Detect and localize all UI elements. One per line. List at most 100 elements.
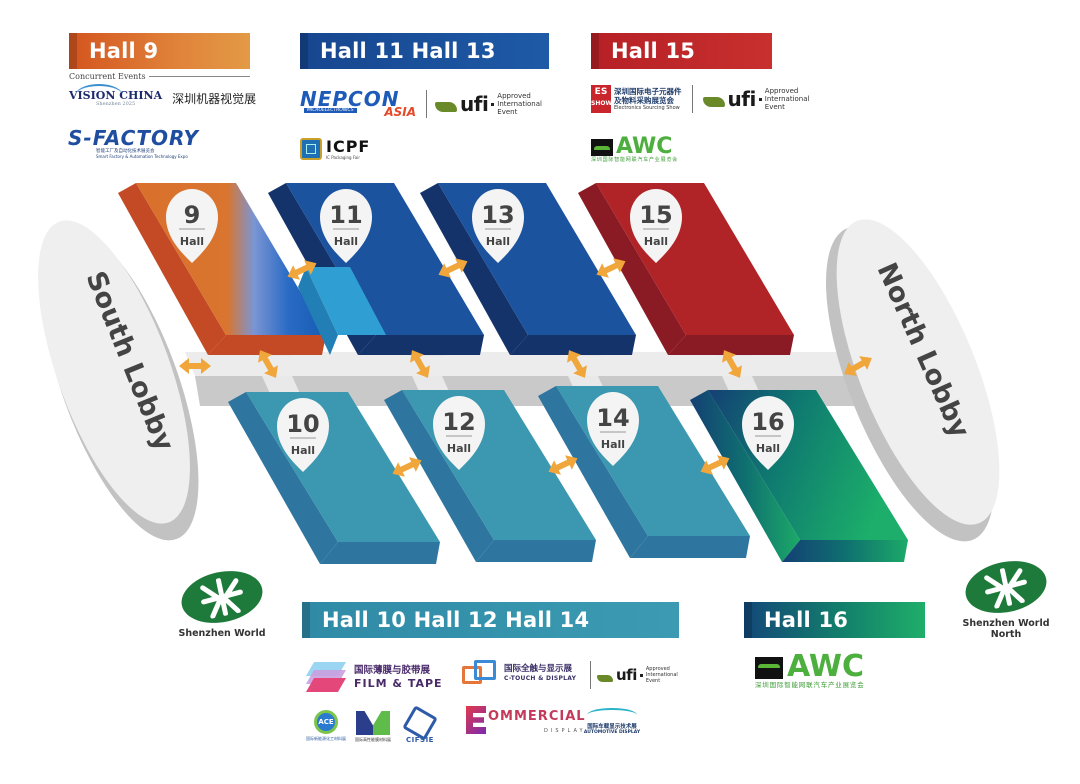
hall-front-face <box>782 540 908 562</box>
es-show-logo[interactable]: ES SHOW 深圳国际电子元器件 及物料采购展览会 Electronics S… <box>591 85 809 113</box>
icpf-logo[interactable]: ICPF IC Packaging Fair <box>300 138 370 160</box>
arrows-layer <box>179 258 872 477</box>
c-touch-cn: 国际全触与显示展 <box>504 664 573 674</box>
awc-cn: 深圳国际智能网联汽车产业展览会 <box>591 157 679 163</box>
functional-materials-logo[interactable]: 国际高性能膜材料展 <box>352 711 394 743</box>
nepcon-asia-logo[interactable]: NEPCON MICROELECTRONICS ASIA ufi Approve… <box>300 89 542 119</box>
double-arrow-icon <box>287 260 317 280</box>
hall-side-face <box>690 390 800 562</box>
hall-number: 13 <box>481 201 514 229</box>
hall-front-face <box>358 335 484 355</box>
double-arrow-icon <box>596 258 626 278</box>
double-arrow-icon <box>700 455 730 475</box>
s-factory-name: S-FACTORY <box>68 126 200 150</box>
automotive-display-en: AUTOMOTIVE DISPLAY <box>583 730 641 735</box>
double-arrow-icon <box>179 358 211 374</box>
ufi-approved-line-3: Event <box>645 678 661 684</box>
ufi-word: ufi <box>727 87 757 111</box>
metro-station-label-line-2: North <box>990 629 1022 640</box>
metro-station-shenzhen-world[interactable]: Shenzhen World <box>172 564 272 639</box>
banner-hall-10-12-14: Hall 10 Hall 12 Hall 14 <box>302 602 679 638</box>
double-arrow-icon <box>392 457 422 477</box>
car-outline-icon <box>587 708 637 722</box>
e-letter-icon <box>466 706 486 734</box>
double-arrow-icon <box>438 258 468 278</box>
vision-china-name: VISION CHINA <box>69 89 163 102</box>
car-icon <box>591 139 613 156</box>
banner-hall-16: Hall 16 <box>744 602 925 638</box>
c-touch-display-logo[interactable]: 国际全触与显示展 C-TOUCH & DISPLAY <box>462 658 576 688</box>
cifsie-logo[interactable]: CIFSIE <box>402 705 438 744</box>
divider <box>691 85 693 113</box>
ufi-approved-logo[interactable]: ufi Approved International Event <box>590 661 678 689</box>
commercial-name: OMMERCIAL <box>488 709 586 724</box>
ufi-leaf-icon <box>435 102 457 112</box>
divider <box>590 661 591 689</box>
hall-number: 10 <box>286 410 319 438</box>
s-factory-logo[interactable]: S-FACTORY 智能工厂及自动化技术展览会 Smart Factory & … <box>68 128 199 159</box>
ufi-word: ufi <box>616 665 637 684</box>
hall-label: Hall <box>601 438 625 451</box>
film-tape-logo[interactable]: 国际薄膜与胶带展 FILM & TAPE <box>304 660 443 694</box>
metro-station-label: Shenzhen World <box>178 628 266 639</box>
banner-hall-15: Hall 15 <box>591 33 772 69</box>
hall-label: Hall <box>644 235 668 248</box>
hall-label: Hall <box>486 235 510 248</box>
awc-logo[interactable]: AWC 深圳国际智能网联汽车产业展览会 <box>591 136 679 163</box>
hall-side-face <box>384 390 494 562</box>
double-arrow-icon <box>410 350 430 378</box>
es-show-cn-2: 及物料采购展览会 <box>614 96 674 105</box>
commercial-display-logo[interactable]: OMMERCIAL DISPLAY <box>466 706 586 734</box>
ufi-leaf-icon <box>702 97 725 107</box>
hall-number: 16 <box>751 408 784 436</box>
ufi-word: ufi <box>460 92 489 116</box>
hall-side-face <box>228 392 338 564</box>
chip-icon <box>300 138 322 160</box>
double-arrow-icon <box>258 350 278 378</box>
hall-front-face <box>630 536 750 558</box>
ufi-approved-line-3: Event <box>764 103 785 111</box>
awc-logo[interactable]: AWC 深圳国际智能网联汽车产业展览会 <box>755 649 865 689</box>
awc-name: AWC <box>787 649 864 684</box>
hall-label: Hall <box>180 235 204 248</box>
commercial-sub: DISPLAY <box>544 728 586 734</box>
divider <box>148 76 250 77</box>
hall-front-face <box>208 335 326 355</box>
cifsie-name: CIFSIE <box>406 736 434 744</box>
divider <box>426 90 427 118</box>
halls-layer: 9Hall11Hall13Hall15Hall10Hall12Hall14Hal… <box>118 183 908 564</box>
metro-station-label-line-1: Shenzhen World <box>962 618 1050 629</box>
ace-logo[interactable]: ACE 国际新能源化工材料展 <box>304 710 348 742</box>
hall-side-face <box>420 183 528 355</box>
automotive-display-logo[interactable]: 国际车载显示技术展 AUTOMOTIVE DISPLAY <box>582 708 642 735</box>
vision-china-logo[interactable]: VISION CHINA Shenzhen 2025 深圳机器视觉展 <box>69 84 257 107</box>
ufi-approved-line-2: International <box>497 100 542 108</box>
pin-icon <box>166 189 218 263</box>
ufi-approved-line-2: International <box>764 95 810 103</box>
banner-hall-9: Hall 9 <box>69 33 250 69</box>
vision-china-cn: 深圳机器视觉展 <box>172 92 257 106</box>
s-factory-cn: 智能工厂及自动化技术展览会 <box>96 149 155 154</box>
functional-materials-sub: 国际高性能膜材料展 <box>355 737 391 742</box>
metro-station-shenzhen-world-north[interactable]: Shenzhen World North <box>946 554 1066 640</box>
hall-label: Hall <box>447 442 471 455</box>
es-show-en: Electronics Sourcing Show <box>614 105 680 111</box>
hall-front-face <box>510 335 636 355</box>
